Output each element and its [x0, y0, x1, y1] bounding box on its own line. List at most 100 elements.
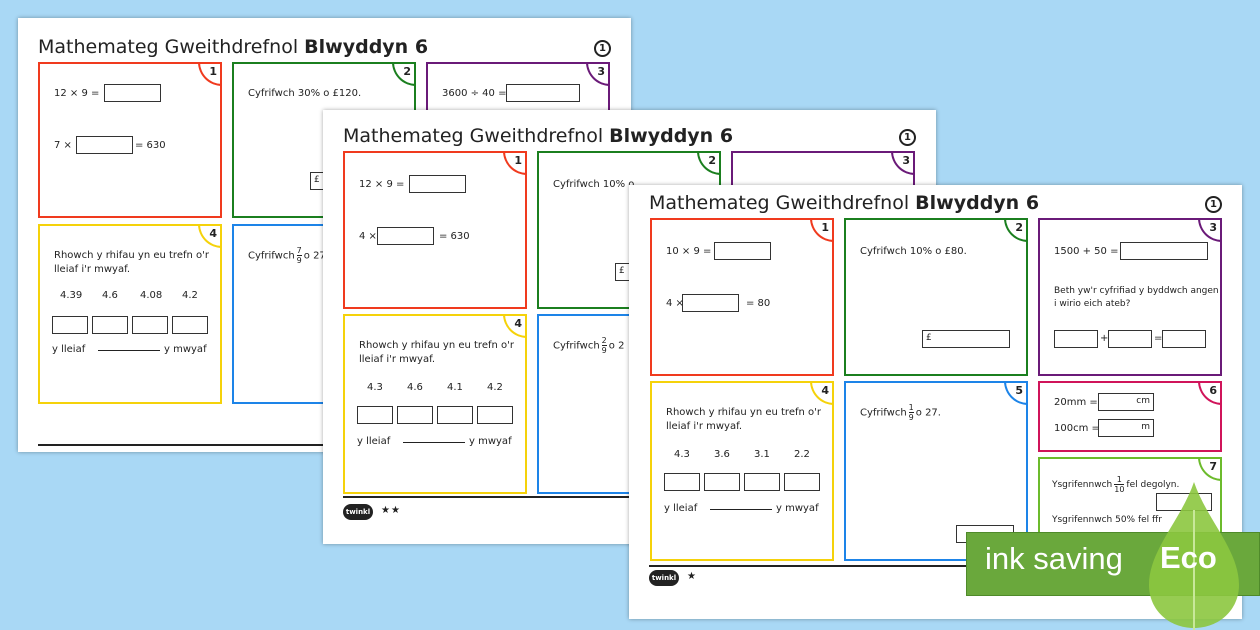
arrow: [710, 509, 772, 510]
answer-box[interactable]: [132, 316, 168, 334]
question-1: 1 12 × 9 = 7 × = 630: [38, 62, 222, 218]
question-number: 5: [1004, 381, 1028, 405]
answer-box[interactable]: [1054, 330, 1098, 348]
question-text: Ysgrifennwch 50% fel ffr: [1052, 515, 1162, 525]
question-text: = 80: [746, 298, 771, 309]
worksheet-title: Mathemateg Gweithdrefnol Blwyddyn 6: [38, 36, 429, 58]
question-text: 3600 ÷ 40 =: [442, 88, 507, 99]
question-text: 10 × 9 =: [666, 246, 712, 257]
answer-box[interactable]: [744, 473, 780, 491]
question-number: 7: [1198, 457, 1222, 481]
eco-label: Eco: [1160, 540, 1217, 575]
arrow: [403, 442, 465, 443]
question-text: y mwyaf: [164, 344, 207, 355]
question-number: 1: [198, 62, 222, 86]
question-text: y mwyaf: [776, 503, 819, 514]
question-text: y lleiaf: [52, 344, 86, 355]
question-text: 4.3: [367, 382, 383, 393]
question-text: = 630: [439, 231, 470, 242]
question-text: +: [1100, 333, 1109, 344]
question-text: 3.1: [754, 449, 770, 460]
question-number: 4: [198, 224, 222, 248]
question-text: y lleiaf: [357, 436, 391, 447]
answer-box[interactable]: [437, 406, 473, 424]
answer-box[interactable]: [76, 136, 133, 154]
question-number: 6: [1198, 381, 1222, 405]
question-text: Cyfrifwch 30% o £120.: [248, 88, 362, 99]
question-text: lleiaf i'r mwyaf.: [54, 264, 131, 275]
question-text: 7 ×: [54, 140, 72, 151]
question-text: 4 ×: [666, 298, 684, 309]
question-text: 4.1: [447, 382, 463, 393]
answer-box[interactable]: £: [922, 330, 1010, 348]
answer-box[interactable]: [397, 406, 433, 424]
answer-box[interactable]: [506, 84, 580, 102]
question-1: 1 12 × 9 = 4 ×= 630: [343, 151, 527, 309]
answer-box[interactable]: [377, 227, 434, 245]
answer-box[interactable]: [409, 175, 466, 193]
answer-box[interactable]: [477, 406, 513, 424]
question-text: lleiaf i'r mwyaf.: [359, 354, 436, 365]
answer-box[interactable]: [682, 294, 739, 312]
question-text: Rhowch y rhifau yn eu trefn o'r: [54, 250, 209, 261]
answer-box[interactable]: [1120, 242, 1208, 260]
question-text: 4.6: [407, 382, 423, 393]
question-4: 4 Rhowch y rhifau yn eu trefn o'r lleiaf …: [343, 314, 527, 494]
question-text: 1500 + 50 =: [1054, 246, 1119, 257]
question-number: 3: [586, 62, 610, 86]
question-text: 4.6: [102, 290, 118, 301]
answer-box[interactable]: [784, 473, 820, 491]
answer-box[interactable]: [104, 84, 161, 102]
footer-line: [649, 565, 1222, 567]
answer-box[interactable]: [172, 316, 208, 334]
answer-box[interactable]: [1108, 330, 1152, 348]
answer-box[interactable]: [52, 316, 88, 334]
answer-box[interactable]: [714, 242, 771, 260]
leaf-drop-icon: [1149, 482, 1239, 630]
question-2: 2 Cyfrifwch 10% o £80. £: [844, 218, 1028, 376]
ink-saving-text: ink saving: [985, 541, 1123, 576]
question-text: i wirio eich ateb?: [1054, 299, 1131, 309]
answer-box[interactable]: [1162, 330, 1206, 348]
question-number: 2: [1004, 218, 1028, 242]
twinkl-logo: twinkl: [649, 570, 679, 586]
question-number: 2: [392, 62, 416, 86]
page-number: 1: [594, 40, 611, 57]
question-text: 4.39: [60, 290, 83, 301]
question-number: 3: [1198, 218, 1222, 242]
question-1: 1 10 × 9 = 4 ×= 80: [650, 218, 834, 376]
question-number: 3: [891, 151, 915, 175]
question-text: 4.2: [487, 382, 503, 393]
question-number: 4: [503, 314, 527, 338]
question-text: y lleiaf: [664, 503, 698, 514]
question-text: 2.2: [794, 449, 810, 460]
question-text: 4.3: [674, 449, 690, 460]
question-text: = 630: [135, 140, 166, 151]
question-number: 4: [810, 381, 834, 405]
answer-box[interactable]: [92, 316, 128, 334]
question-text: Rhowch y rhifau yn eu trefn o'r: [359, 340, 514, 351]
question-text: y mwyaf: [469, 436, 512, 447]
question-text: Cyfrifwch 10% o: [553, 179, 635, 190]
answer-box[interactable]: cm: [1098, 393, 1154, 411]
question-4: 4 Rhowch y rhifau yn eu trefn o'r lleiaf …: [38, 224, 222, 404]
question-text: 12 × 9 =: [54, 88, 100, 99]
question-text: Cyfrifwch 10% o £80.: [860, 246, 967, 257]
answer-box[interactable]: [704, 473, 740, 491]
page-number: 1: [899, 129, 916, 146]
answer-box[interactable]: [664, 473, 700, 491]
difficulty-stars: ★★: [381, 505, 401, 516]
worksheet-title: Mathemateg Gweithdrefnol Blwyddyn 6: [649, 192, 1040, 214]
question-text: 4 ×: [359, 231, 377, 242]
answer-box[interactable]: m: [1098, 419, 1154, 437]
difficulty-stars: ★: [687, 571, 697, 582]
question-6: 6 20mm =cm 100cm =m: [1038, 381, 1222, 452]
arrow: [98, 350, 160, 351]
question-text: lleiaf i'r mwyaf.: [666, 421, 743, 432]
answer-box[interactable]: [357, 406, 393, 424]
worksheet-title: Mathemateg Gweithdrefnol Blwyddyn 6: [343, 125, 734, 147]
